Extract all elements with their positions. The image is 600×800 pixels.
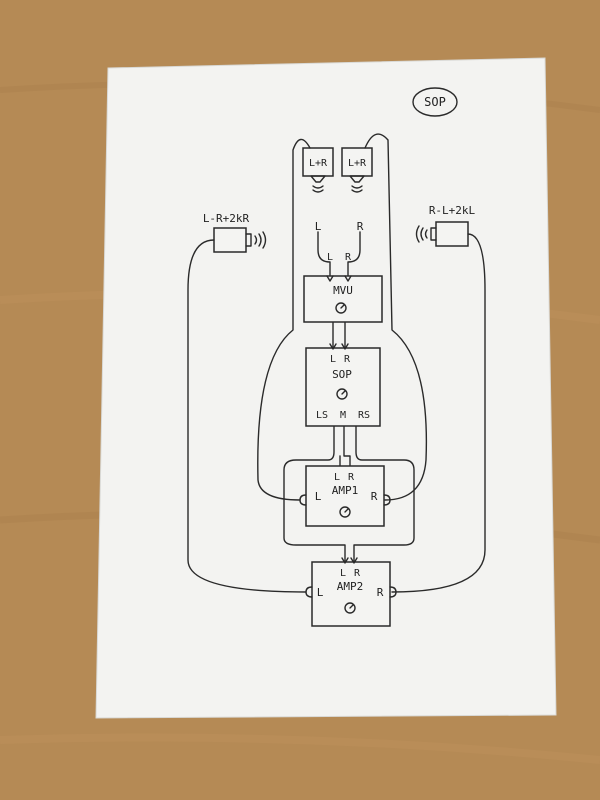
speaker-top-right: L+R [341, 147, 373, 193]
amp2-block: L R AMP2 L R [305, 561, 397, 627]
sop-block: L R SOP LS M RS [305, 347, 381, 427]
title-badge: SOP [412, 87, 458, 117]
amp1-in-left: L [334, 472, 340, 483]
amp2-out-right: R [377, 586, 384, 599]
amp1-right-jack-icon [383, 494, 391, 506]
amp2-in-left: L [340, 568, 346, 579]
input-right-label: R [357, 220, 364, 233]
amp2-out-left: L [317, 586, 324, 599]
sop-out-m: M [340, 410, 346, 421]
speaker-right: R-L+2kL [415, 204, 476, 247]
speaker-top-right-label: L+R [348, 158, 367, 169]
speaker-right-waves-icon [415, 225, 428, 243]
amp2-knob-icon [344, 602, 356, 614]
speaker-top-left: L+R [302, 147, 334, 193]
speaker-left-label: L-R+2kR [203, 212, 250, 225]
mvu-in-right: R [345, 252, 352, 263]
arrow-ticks [326, 275, 358, 564]
amp1-label: AMP1 [332, 484, 359, 497]
amp1-knob-icon [339, 506, 351, 518]
wires [187, 133, 486, 593]
amp2-label: AMP2 [337, 580, 364, 593]
speaker-top-left-waves-icon [312, 185, 324, 193]
amp2-left-jack-icon [305, 586, 313, 598]
amp1-block: L R AMP1 L R [299, 465, 391, 527]
input-left-label: L [315, 220, 322, 233]
sop-out-ls: LS [316, 410, 328, 421]
inputs: L R [315, 220, 364, 233]
speaker-left-waves-icon [254, 231, 267, 249]
amp1-out-left: L [315, 490, 322, 503]
mvu-label: MVU [333, 284, 353, 297]
amp1-left-jack-icon [299, 494, 307, 506]
amp1-out-right: R [371, 490, 378, 503]
speaker-top-right-waves-icon [351, 185, 363, 193]
sop-label: SOP [332, 368, 352, 381]
speaker-right-label: R-L+2kL [429, 204, 476, 217]
speaker-top-left-label: L+R [309, 158, 328, 169]
mvu-in-left: L [327, 252, 333, 263]
mvu-knob-icon [335, 302, 347, 314]
sop-out-rs: RS [358, 410, 370, 421]
amp2-in-right: R [354, 568, 361, 579]
amp2-right-jack-icon [389, 586, 397, 598]
sop-in-left: L [330, 354, 336, 365]
sop-in-right: R [344, 354, 351, 365]
mvu-block: L R MVU [303, 252, 383, 323]
amp1-in-right: R [348, 472, 355, 483]
speaker-left: L-R+2kR [203, 212, 267, 253]
sop-knob-icon [336, 388, 348, 400]
title-badge-text: SOP [424, 95, 446, 109]
